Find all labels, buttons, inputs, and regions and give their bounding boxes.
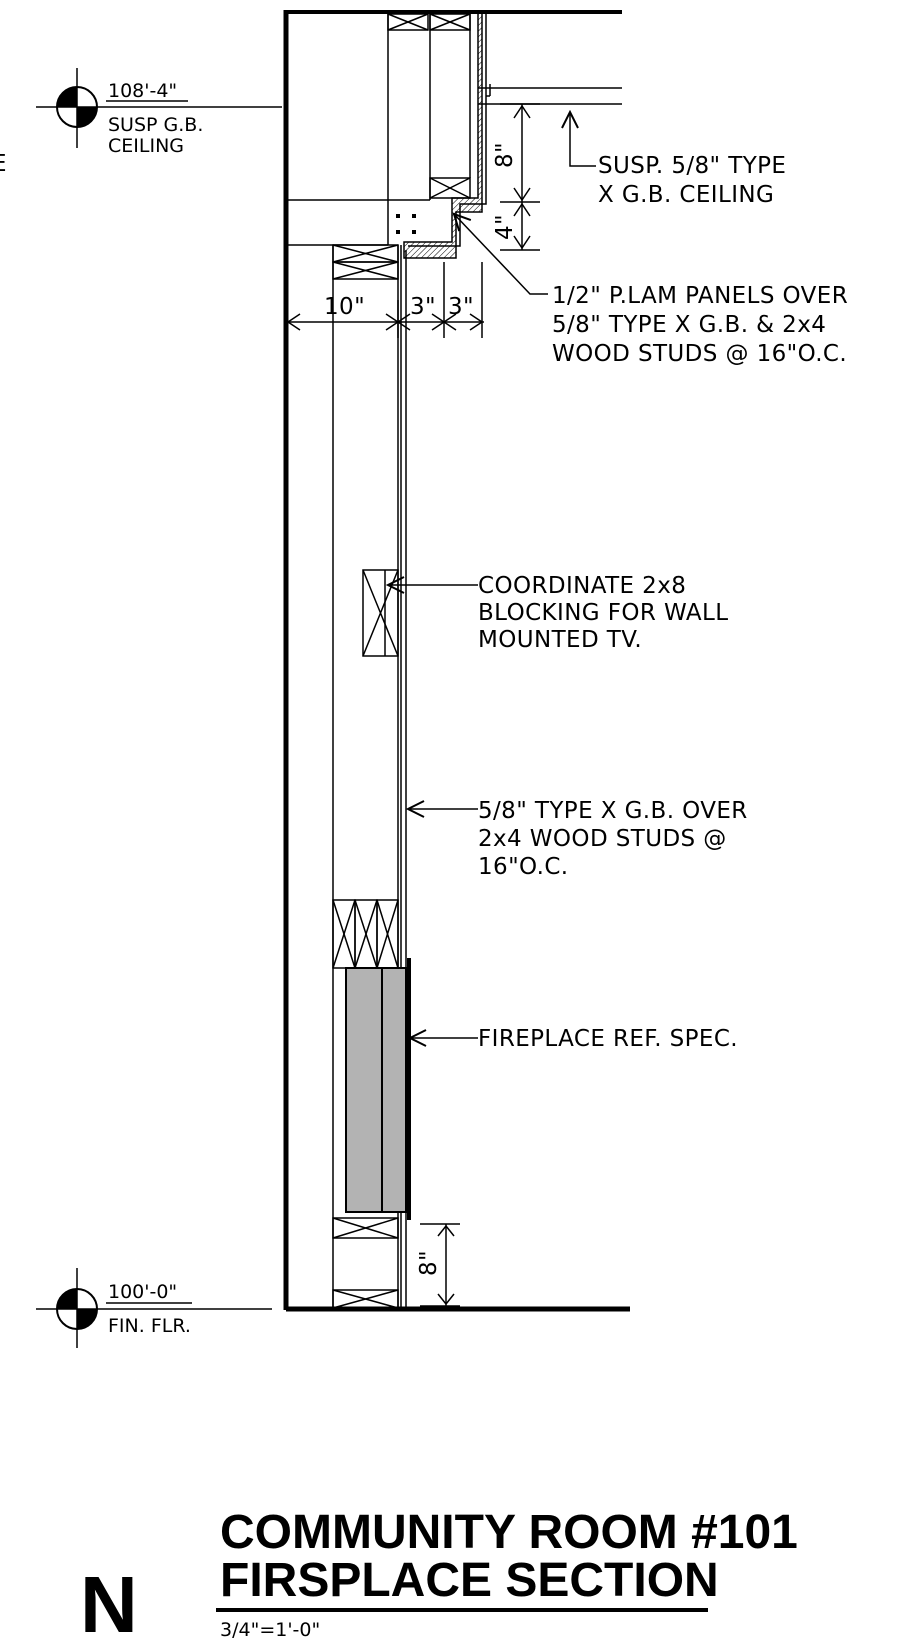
dim-ceiling-drop: 8": [492, 142, 518, 168]
suspended-ceiling: [478, 84, 622, 105]
clipped-label-fragment: E: [0, 151, 7, 177]
floor-label: FIN. FLR.: [108, 1315, 191, 1337]
note-wall-assembly: 5/8" TYPE X G.B. OVER 2x4 WOOD STUDS @ 1…: [478, 798, 755, 880]
drawing-scale: 3/4"=1'-0": [220, 1619, 320, 1641]
note-leaders: [388, 112, 596, 1038]
dim-offset-a: 3": [410, 294, 436, 320]
ceiling-level-marker: [36, 68, 282, 148]
ceiling-elevation: 108'-4": [108, 80, 177, 102]
soffit-panel-finish: [403, 11, 487, 259]
drawing-title-line-1: COMMUNITY ROOM #101: [220, 1506, 798, 1559]
ceiling-label-2: CEILING: [108, 135, 184, 157]
dimension-lines: [286, 103, 540, 1307]
note-ceiling: SUSP. 5/8" TYPE X G.B. CEILING: [598, 153, 794, 208]
drawing-title-line-2: FIRSPLACE SECTION: [220, 1554, 719, 1607]
fireplace-unit: [345, 958, 411, 1220]
floor-elevation: 100'-0": [108, 1281, 177, 1303]
note-blocking: COORDINATE 2x8 BLOCKING FOR WALL MOUNTED…: [478, 573, 736, 653]
note-fireplace: FIREPLACE REF. SPEC.: [478, 1026, 738, 1052]
dim-offset-b: 3": [448, 294, 474, 320]
anchor-bolts: [396, 214, 416, 234]
north-arrow-label: N: [80, 1560, 138, 1642]
dim-base: 8": [416, 1250, 442, 1276]
dim-wall-depth: 10": [324, 294, 365, 320]
note-panels: 1/2" P.LAM PANELS OVER 5/8" TYPE X G.B. …: [552, 283, 856, 367]
dim-soffit-step: 4": [492, 214, 518, 240]
floor-level-marker: [36, 1268, 272, 1348]
ceiling-label-1: SUSP G.B.: [108, 114, 203, 136]
